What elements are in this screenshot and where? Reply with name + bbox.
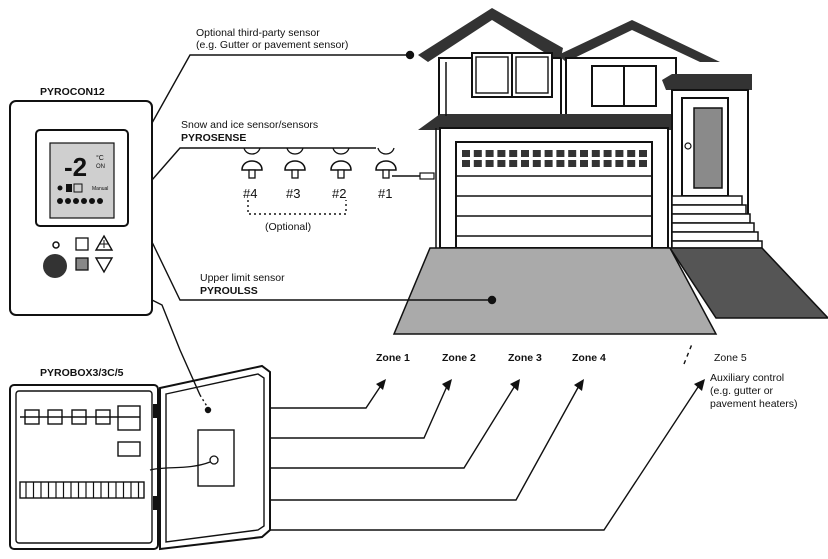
snow-sensor-icon xyxy=(284,147,306,179)
garage-pane xyxy=(473,150,482,157)
snow-sensor-icon xyxy=(375,147,397,179)
zone-4-label: Zone 4 xyxy=(572,352,606,364)
garage-pane xyxy=(615,160,624,167)
upper-roof xyxy=(418,8,563,62)
label-aux-example-1: (e.g. gutter or xyxy=(710,385,774,397)
zone-arrows xyxy=(376,379,705,391)
snow-sensor-icon xyxy=(241,147,263,179)
sensor-label-1: #1 xyxy=(378,186,392,201)
sensor-label-2: #2 xyxy=(332,186,346,201)
garage-pane xyxy=(603,150,612,157)
entry-roof xyxy=(662,74,752,90)
garage-pane xyxy=(462,150,470,157)
front-steps xyxy=(671,195,763,249)
garage-pane xyxy=(568,150,577,157)
driveway xyxy=(392,247,718,335)
sensor-label-4: #4 xyxy=(243,186,257,201)
down-button[interactable] xyxy=(94,257,114,274)
label-optional-third-party-example: (e.g. Gutter or pavement sensor) xyxy=(196,39,348,51)
garage-pane xyxy=(615,150,624,157)
garage-pane xyxy=(544,150,553,157)
garage-pane xyxy=(544,160,553,167)
terminal-block xyxy=(19,481,145,499)
garage-pane xyxy=(639,160,647,167)
label-optional-third-party: Optional third-party sensor xyxy=(196,27,320,39)
garage-pane xyxy=(509,160,518,167)
zone-2-label: Zone 2 xyxy=(442,352,476,364)
garage-pane xyxy=(532,150,541,157)
zone-3-label: Zone 3 xyxy=(508,352,542,364)
garage-pane xyxy=(509,150,518,157)
label-aux-control: Auxiliary control xyxy=(710,372,784,384)
sensor-label-3: #3 xyxy=(286,186,300,201)
garage-pane xyxy=(580,160,588,167)
label-optional: (Optional) xyxy=(265,221,311,233)
label-pyrosense: PYROSENSE xyxy=(181,132,246,144)
zone-5-label: Zone 5 xyxy=(714,352,747,364)
eave xyxy=(418,114,692,130)
garage-pane xyxy=(473,160,482,167)
garage-pane xyxy=(521,150,529,157)
display-unit: °C xyxy=(96,154,104,162)
garage-pane xyxy=(556,160,565,167)
display-digit: -2 xyxy=(64,152,87,182)
garage-pane xyxy=(591,160,600,167)
garage-pane xyxy=(497,160,506,167)
display-mode: Manual xyxy=(92,186,108,192)
label-pyrocon12: PYROCON12 xyxy=(40,86,105,98)
right-roof xyxy=(558,20,720,62)
pyrocon12-thermostat: -2 °C ON Manual xyxy=(9,100,153,316)
garage-pane xyxy=(485,160,494,167)
garage-pane xyxy=(556,150,565,157)
speaker-grille xyxy=(43,254,67,278)
front-door xyxy=(681,97,729,197)
garage-pane xyxy=(485,150,494,157)
garage-pane xyxy=(603,160,612,167)
up-button[interactable] xyxy=(94,234,114,251)
garage-door xyxy=(455,141,653,249)
display-on: ON xyxy=(96,164,105,170)
status-led xyxy=(52,241,60,249)
zone5-dashes xyxy=(683,343,693,365)
house xyxy=(418,8,763,249)
display-icons xyxy=(57,183,103,204)
garage-pane xyxy=(462,160,470,167)
garage-pane xyxy=(497,150,506,157)
garage-pane xyxy=(532,160,541,167)
label-upper-limit: Upper limit sensor xyxy=(200,272,285,284)
walkway xyxy=(668,247,828,319)
thermostat-screen xyxy=(49,142,115,219)
snow-sensors xyxy=(241,147,397,179)
upper-window-right xyxy=(591,65,657,107)
garage-pane xyxy=(639,150,647,157)
wiring xyxy=(151,50,497,414)
pyrobox-cabinet xyxy=(9,364,271,551)
garage-pane xyxy=(591,150,600,157)
garage-pane xyxy=(568,160,577,167)
garage-pane xyxy=(627,150,636,157)
garage-pane xyxy=(580,150,588,157)
label-snow-ice-sensor: Snow and ice sensor/sensors xyxy=(181,119,318,131)
thermostat-button-bottom[interactable] xyxy=(75,257,89,271)
upper-window-left xyxy=(471,52,553,98)
zone-wiring xyxy=(270,383,701,531)
snow-sensor-icon xyxy=(330,147,352,179)
label-aux-example-2: pavement heaters) xyxy=(710,398,798,410)
label-pyroulss: PYROULSS xyxy=(200,285,258,297)
label-pyrobox: PYROBOX3/3C/5 xyxy=(40,367,124,379)
thermostat-button-top[interactable] xyxy=(75,237,89,251)
garage-pane xyxy=(627,160,636,167)
sensor-1-cable xyxy=(392,172,435,180)
garage-pane xyxy=(521,160,529,167)
zone-1-label: Zone 1 xyxy=(376,352,410,364)
